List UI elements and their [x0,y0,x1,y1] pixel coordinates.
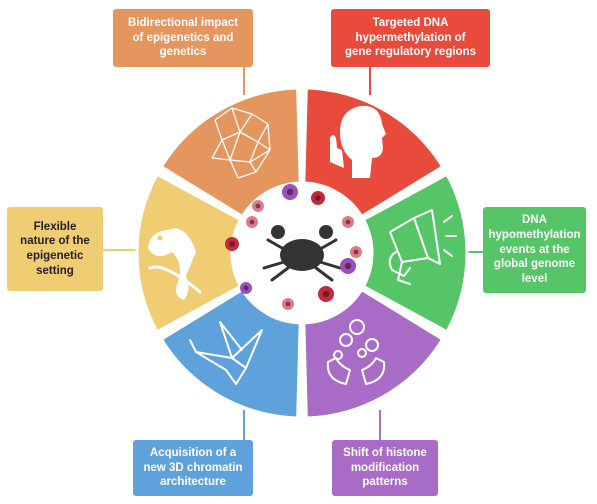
label-targeted-dna-hypermethylation: Targeted DNA hypermethylation of gene re… [331,9,490,67]
label-text: Bidirectional impact of epigenetics and … [128,16,238,59]
label-bidirectional-impact: Bidirectional impact of epigenetics and … [113,9,253,67]
silence-gesture-icon [330,105,386,178]
crab-icon [262,225,342,282]
label-flexible-epigenetic-setting: Flexible nature of the epigenetic settin… [7,207,103,291]
label-text: DNA hypomethylation events at the global… [488,214,581,286]
juggling-hands-icon [326,319,386,385]
megaphone-icon [388,209,457,285]
mesh-network-icon [211,107,271,179]
label-text: Acquisition of a new 3D chromatin archit… [143,446,243,489]
label-3d-chromatin: Acquisition of a new 3D chromatin archit… [133,440,253,496]
chameleon-icon [148,228,202,300]
cancer-cells-icon [225,184,362,310]
origami-crane-icon [189,321,263,385]
label-text: Shift of histone modification patterns [343,446,427,489]
label-text: Flexible nature of the epigenetic settin… [20,220,90,277]
label-histone-modification: Shift of histone modification patterns [332,440,438,496]
label-dna-hypomethylation: DNA hypomethylation events at the global… [483,207,586,293]
label-text: Targeted DNA hypermethylation of gene re… [344,16,476,59]
